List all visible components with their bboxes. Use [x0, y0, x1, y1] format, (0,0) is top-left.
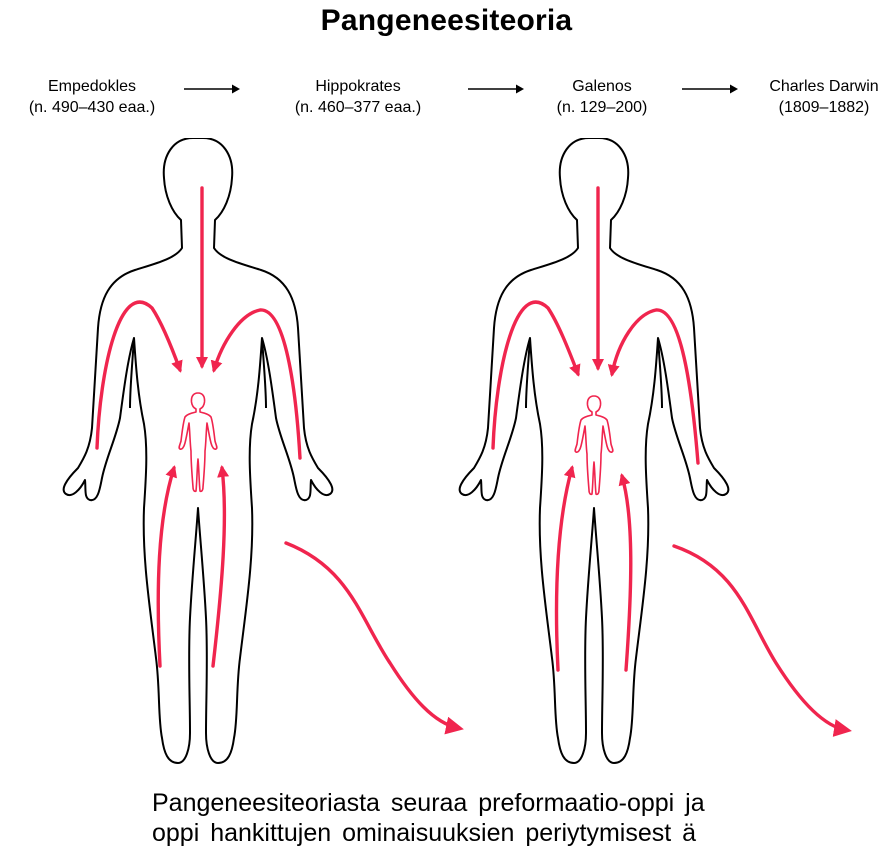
caption: Pangeneesiteoriasta seuraa preformaatio-…	[152, 788, 872, 848]
arrow-from-left-leg	[158, 468, 174, 666]
person-name: Galenos	[572, 78, 632, 95]
person-years: (n. 460–377 eaa.)	[262, 97, 454, 118]
arrow-from-right-leg	[622, 476, 631, 670]
person-years: (n. 129–200)	[542, 97, 662, 118]
miniature-human-icon	[575, 396, 613, 494]
timeline-arrow-icon	[466, 82, 526, 96]
arrow-from-right-arm	[612, 310, 698, 463]
arrow-from-left-arm	[97, 302, 180, 448]
timeline-empedokles: Empedokles (n. 490–430 eaa.)	[6, 76, 178, 118]
caption-line-2: oppi hankittujen ominaisuuksien periytym…	[152, 818, 872, 848]
timeline-arrow-icon	[182, 82, 242, 96]
human-body-figure-right	[446, 138, 876, 778]
human-body-figure-left	[50, 138, 480, 778]
timeline-arrow-icon	[680, 82, 740, 96]
person-name: Hippokrates	[315, 78, 400, 95]
arrow-from-right-arm	[214, 310, 300, 458]
arrow-to-offspring	[286, 543, 458, 728]
person-name: Charles Darwin	[769, 78, 878, 95]
timeline-galenos: Galenos (n. 129–200)	[542, 76, 662, 118]
timeline-charles-darwin: Charles Darwin (1809–1882)	[758, 76, 890, 118]
arrow-from-left-arm	[493, 302, 578, 448]
arrow-from-right-leg	[213, 468, 224, 666]
arrow-to-offspring	[674, 546, 846, 730]
arrow-from-left-leg	[557, 468, 572, 670]
miniature-human-icon	[179, 393, 217, 491]
diagram-title: Pangeneesiteoria	[0, 4, 893, 38]
person-years: (1809–1882)	[758, 97, 890, 118]
timeline-hippokrates: Hippokrates (n. 460–377 eaa.)	[262, 76, 454, 118]
caption-line-1: Pangeneesiteoriasta seuraa preformaatio-…	[152, 788, 872, 818]
person-name: Empedokles	[48, 78, 136, 95]
person-years: (n. 490–430 eaa.)	[6, 97, 178, 118]
